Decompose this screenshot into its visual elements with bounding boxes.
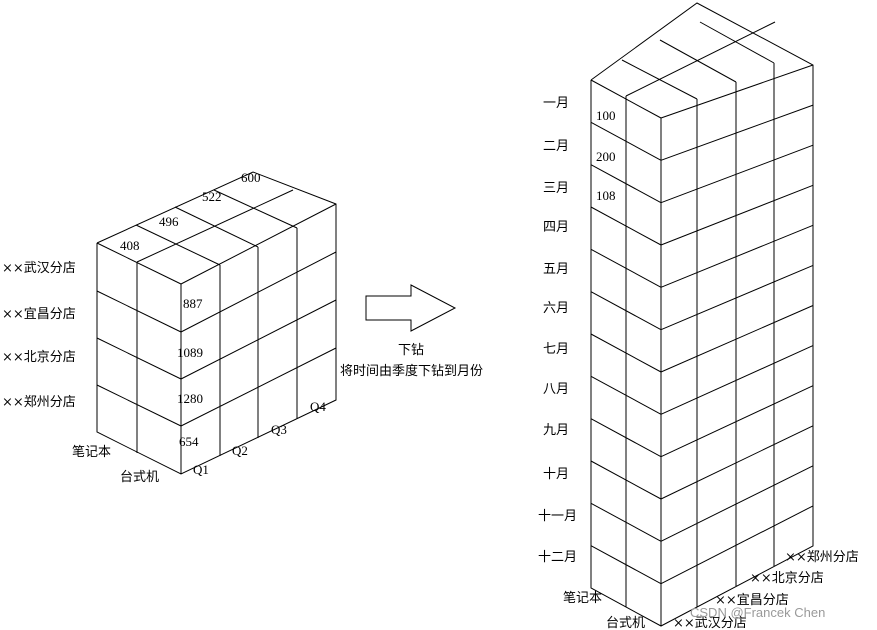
product-label-laptop: 笔记本 xyxy=(563,590,602,606)
row-label-yichang: ××宜昌分店 xyxy=(2,307,76,322)
row-label-wuhan: ××武汉分店 xyxy=(2,261,76,276)
month-row-line xyxy=(660,184,814,246)
top-value: 408 xyxy=(120,238,140,253)
left-cube-row-labels: ××武汉分店 ××宜昌分店 ××北京分店 ××郑州分店 xyxy=(2,261,76,410)
month-label: 十月 xyxy=(543,467,569,482)
month-value: 108 xyxy=(596,188,616,203)
front-value: 1089 xyxy=(177,345,203,360)
month-row-line xyxy=(590,418,662,458)
quarter-label-q3: Q3 xyxy=(271,422,287,437)
left-cube-outline xyxy=(96,171,337,475)
quarter-label-q2: Q2 xyxy=(232,443,248,458)
month-label: 十二月 xyxy=(538,550,577,565)
watermark: CSDN @Francek Chen xyxy=(690,605,825,620)
product-label-desktop: 台式机 xyxy=(606,616,645,630)
right-cube-outline xyxy=(590,2,814,627)
right-cube-product-labels: 笔记本 台式机 xyxy=(563,590,645,630)
left-cube-quarter-labels: Q1 Q2 Q3 Q4 xyxy=(193,399,326,477)
store-label-wuhan: ××武汉分店 xyxy=(673,616,747,630)
drilldown-arrow xyxy=(365,284,457,332)
month-label: 七月 xyxy=(543,342,569,357)
store-label-beijing: ××北京分店 xyxy=(750,571,824,586)
month-row-line xyxy=(660,104,814,161)
month-label: 六月 xyxy=(543,301,569,316)
month-row-line xyxy=(590,164,662,204)
top-value: 496 xyxy=(159,214,179,229)
month-value: 200 xyxy=(596,149,616,164)
arrow-title: 下钻 xyxy=(398,343,424,358)
month-row-line xyxy=(590,291,662,331)
left-cube xyxy=(96,171,337,475)
month-row-line xyxy=(590,460,662,500)
top-value: 600 xyxy=(241,170,261,185)
month-row-line xyxy=(590,375,662,415)
month-label: 四月 xyxy=(543,220,569,235)
left-cube-front-values: 887 1089 1280 654 xyxy=(177,296,203,449)
month-label: 五月 xyxy=(543,262,569,277)
store-label-zhengzhou: ××郑州分店 xyxy=(785,550,859,565)
month-row-line xyxy=(660,465,814,542)
top-value: 522 xyxy=(202,189,222,204)
front-value: 654 xyxy=(179,434,199,449)
right-arrow-icon xyxy=(365,284,457,332)
front-value: 1280 xyxy=(177,391,203,406)
month-row-line xyxy=(590,248,662,288)
store-label-yichang: ××宜昌分店 xyxy=(715,593,789,608)
arrow-caption: 将时间由季度下钻到月份 xyxy=(340,363,483,379)
month-label: 十一月 xyxy=(538,509,577,524)
month-label: 九月 xyxy=(543,423,569,438)
month-row-line xyxy=(590,502,662,542)
month-row-line xyxy=(660,425,814,500)
month-row-line xyxy=(660,144,814,204)
quarter-label-q1: Q1 xyxy=(193,462,209,477)
month-row-line xyxy=(590,545,662,585)
month-row-line xyxy=(590,333,662,373)
right-cube-month-labels: 一月 二月 三月 四月 五月 六月 七月 八月 九月 十月 十一月 十二月 xyxy=(538,96,577,565)
month-row-line xyxy=(660,505,814,585)
month-row-line xyxy=(660,224,814,288)
month-row-line xyxy=(590,121,662,161)
row-label-zhengzhou: ××郑州分店 xyxy=(2,395,76,410)
month-label: 二月 xyxy=(543,139,569,154)
month-row-line xyxy=(590,206,662,246)
right-cube-store-labels: ××郑州分店 ××北京分店 ××宜昌分店 ××武汉分店 xyxy=(673,550,859,630)
right-cube-month-values: 100 200 108 xyxy=(596,108,616,203)
left-cube-product-labels: 笔记本 台式机 xyxy=(72,444,159,485)
month-label: 一月 xyxy=(543,96,569,111)
left-cube-top-values: 408 496 522 600 xyxy=(120,170,261,253)
right-cube xyxy=(590,2,814,627)
month-label: 八月 xyxy=(543,382,569,397)
month-row-line xyxy=(660,385,814,458)
month-row-line xyxy=(660,264,814,331)
row-label-beijing: ××北京分店 xyxy=(2,350,76,365)
product-label-laptop: 笔记本 xyxy=(72,444,111,460)
month-row-line xyxy=(660,305,814,373)
month-row-line xyxy=(660,345,814,415)
month-value: 100 xyxy=(596,108,616,123)
quarter-label-q4: Q4 xyxy=(310,399,326,414)
month-label: 三月 xyxy=(543,181,569,196)
product-label-desktop: 台式机 xyxy=(120,470,159,485)
front-value: 887 xyxy=(183,296,203,311)
